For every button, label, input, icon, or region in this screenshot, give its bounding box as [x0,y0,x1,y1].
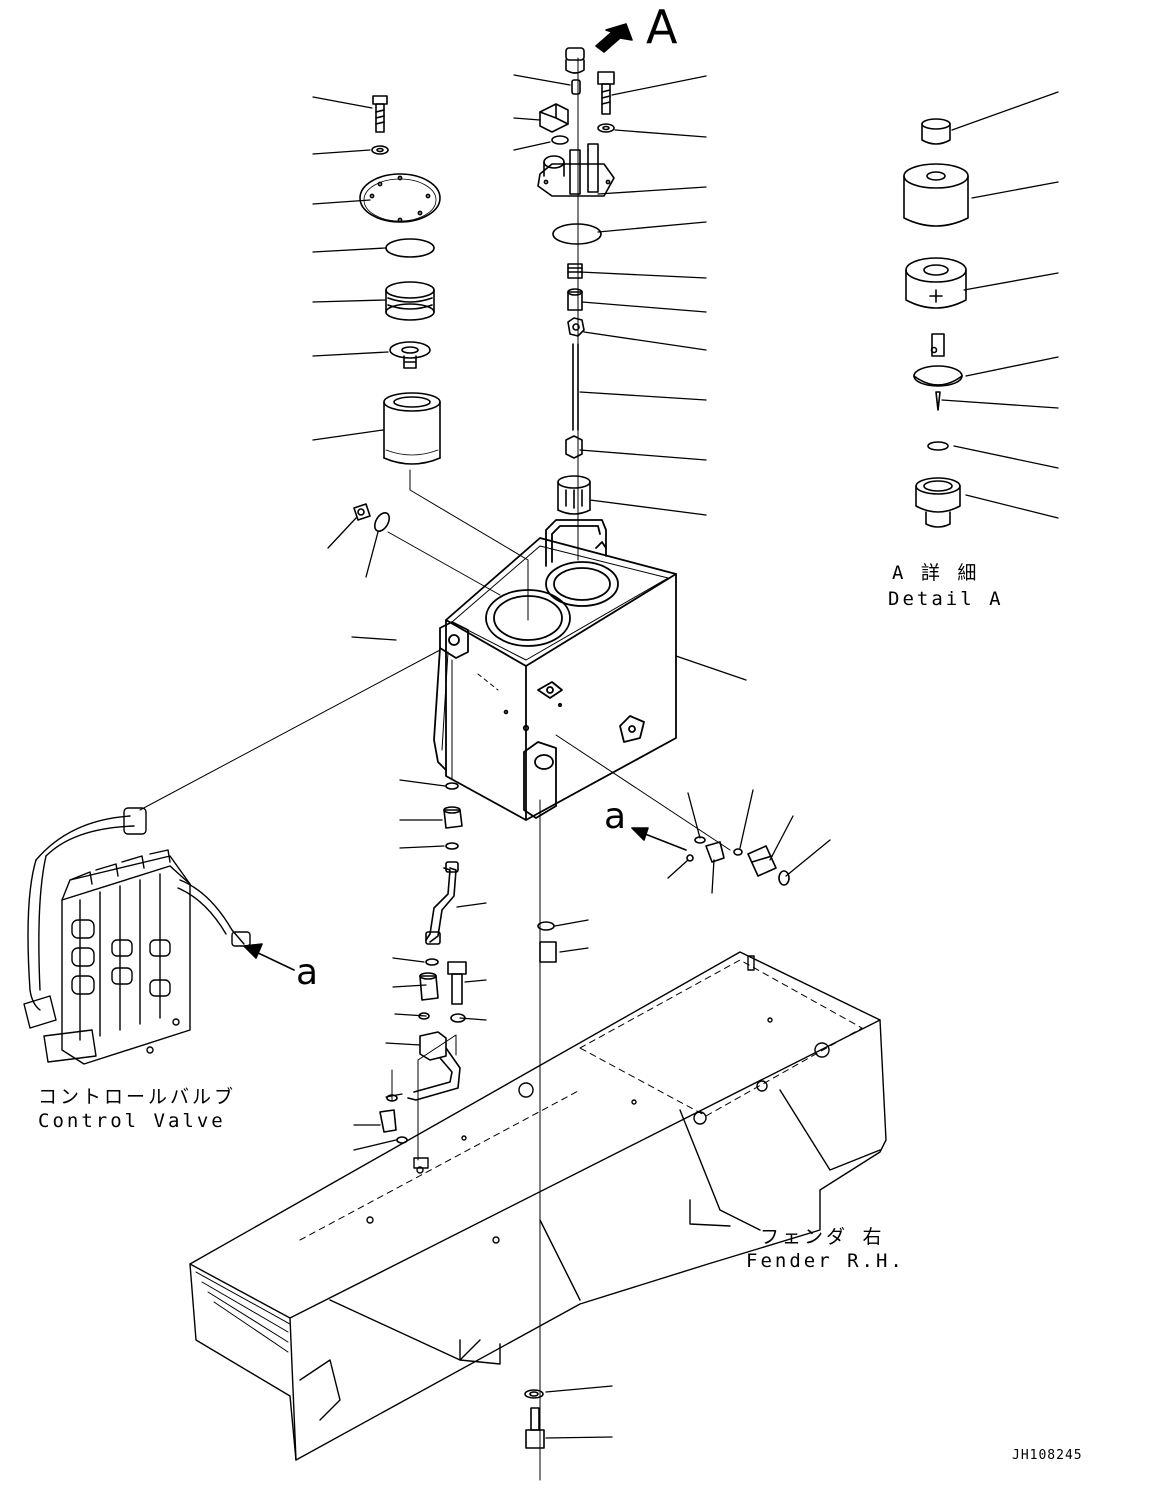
leader-lines-left [312,96,487,1151]
bushing-icon [567,288,583,311]
strainer-icon [557,475,591,515]
sensor-connector-icon [539,103,569,133]
fender-ja: フェンダ 右 [760,1226,885,1248]
rod-icon [572,343,579,431]
gasket-icon [552,223,602,245]
nut-icon [567,263,583,279]
control-valve-en: Control Valve [38,1110,226,1132]
filter-element-icon [383,392,441,465]
valve-seat-icon [389,341,431,369]
control-valve-ja: コントロールバルブ [38,1086,237,1108]
detail-a-ja: A 詳 細 [892,562,980,584]
washer-icon [597,123,615,133]
view-letter-a: A [646,0,678,54]
bolt-icon [372,95,388,133]
pin-icon [571,79,581,95]
filter-cover-plate [359,173,441,223]
hydraulic-tank [433,519,677,821]
oring-icon [551,135,569,145]
assembly-center-lines [139,57,731,1481]
spring-icon [385,281,435,321]
washer-icon [371,145,389,155]
fender-drawing [189,951,887,1461]
plug-icon [353,503,371,521]
oring-icon [373,512,391,532]
hex-nut-icon [565,435,583,459]
arrow-a-left [243,943,295,971]
detail-a-parts [903,118,969,528]
bolt-icon [597,71,615,115]
control-valve-drawing [23,807,251,1065]
fender-en: Fender R.H. [746,1250,905,1272]
arrow-a-right-label: a [604,796,627,837]
arrow-a-right [631,827,687,851]
breather-cap-icon [565,47,585,74]
fitting-parts-lower [379,782,790,1449]
detail-a-en: Detail A [888,588,1004,610]
view-arrow-a [595,23,633,53]
arrow-a-left-label: a [296,952,319,993]
gasket-icon [385,238,435,258]
level-gauge-plate [537,143,615,197]
leader-lines-right [513,74,1059,1439]
hex-nut-icon [567,317,585,337]
drawing-code: JH108245 [1012,1448,1083,1463]
